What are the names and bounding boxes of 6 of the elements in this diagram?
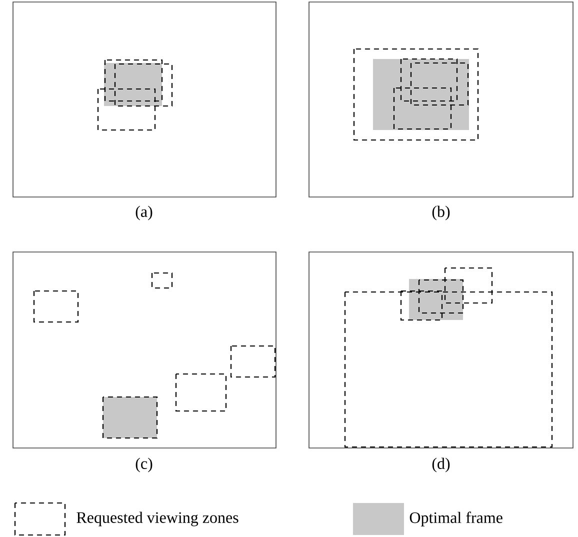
panel-label: (a) <box>136 206 152 220</box>
legend-label: Optimal frame <box>410 512 502 526</box>
legend-label: Requested viewing zones <box>76 512 238 526</box>
panel-label: (b) <box>432 206 450 220</box>
panel-label: (c) <box>136 458 152 472</box>
panel-label: (d) <box>432 458 450 472</box>
